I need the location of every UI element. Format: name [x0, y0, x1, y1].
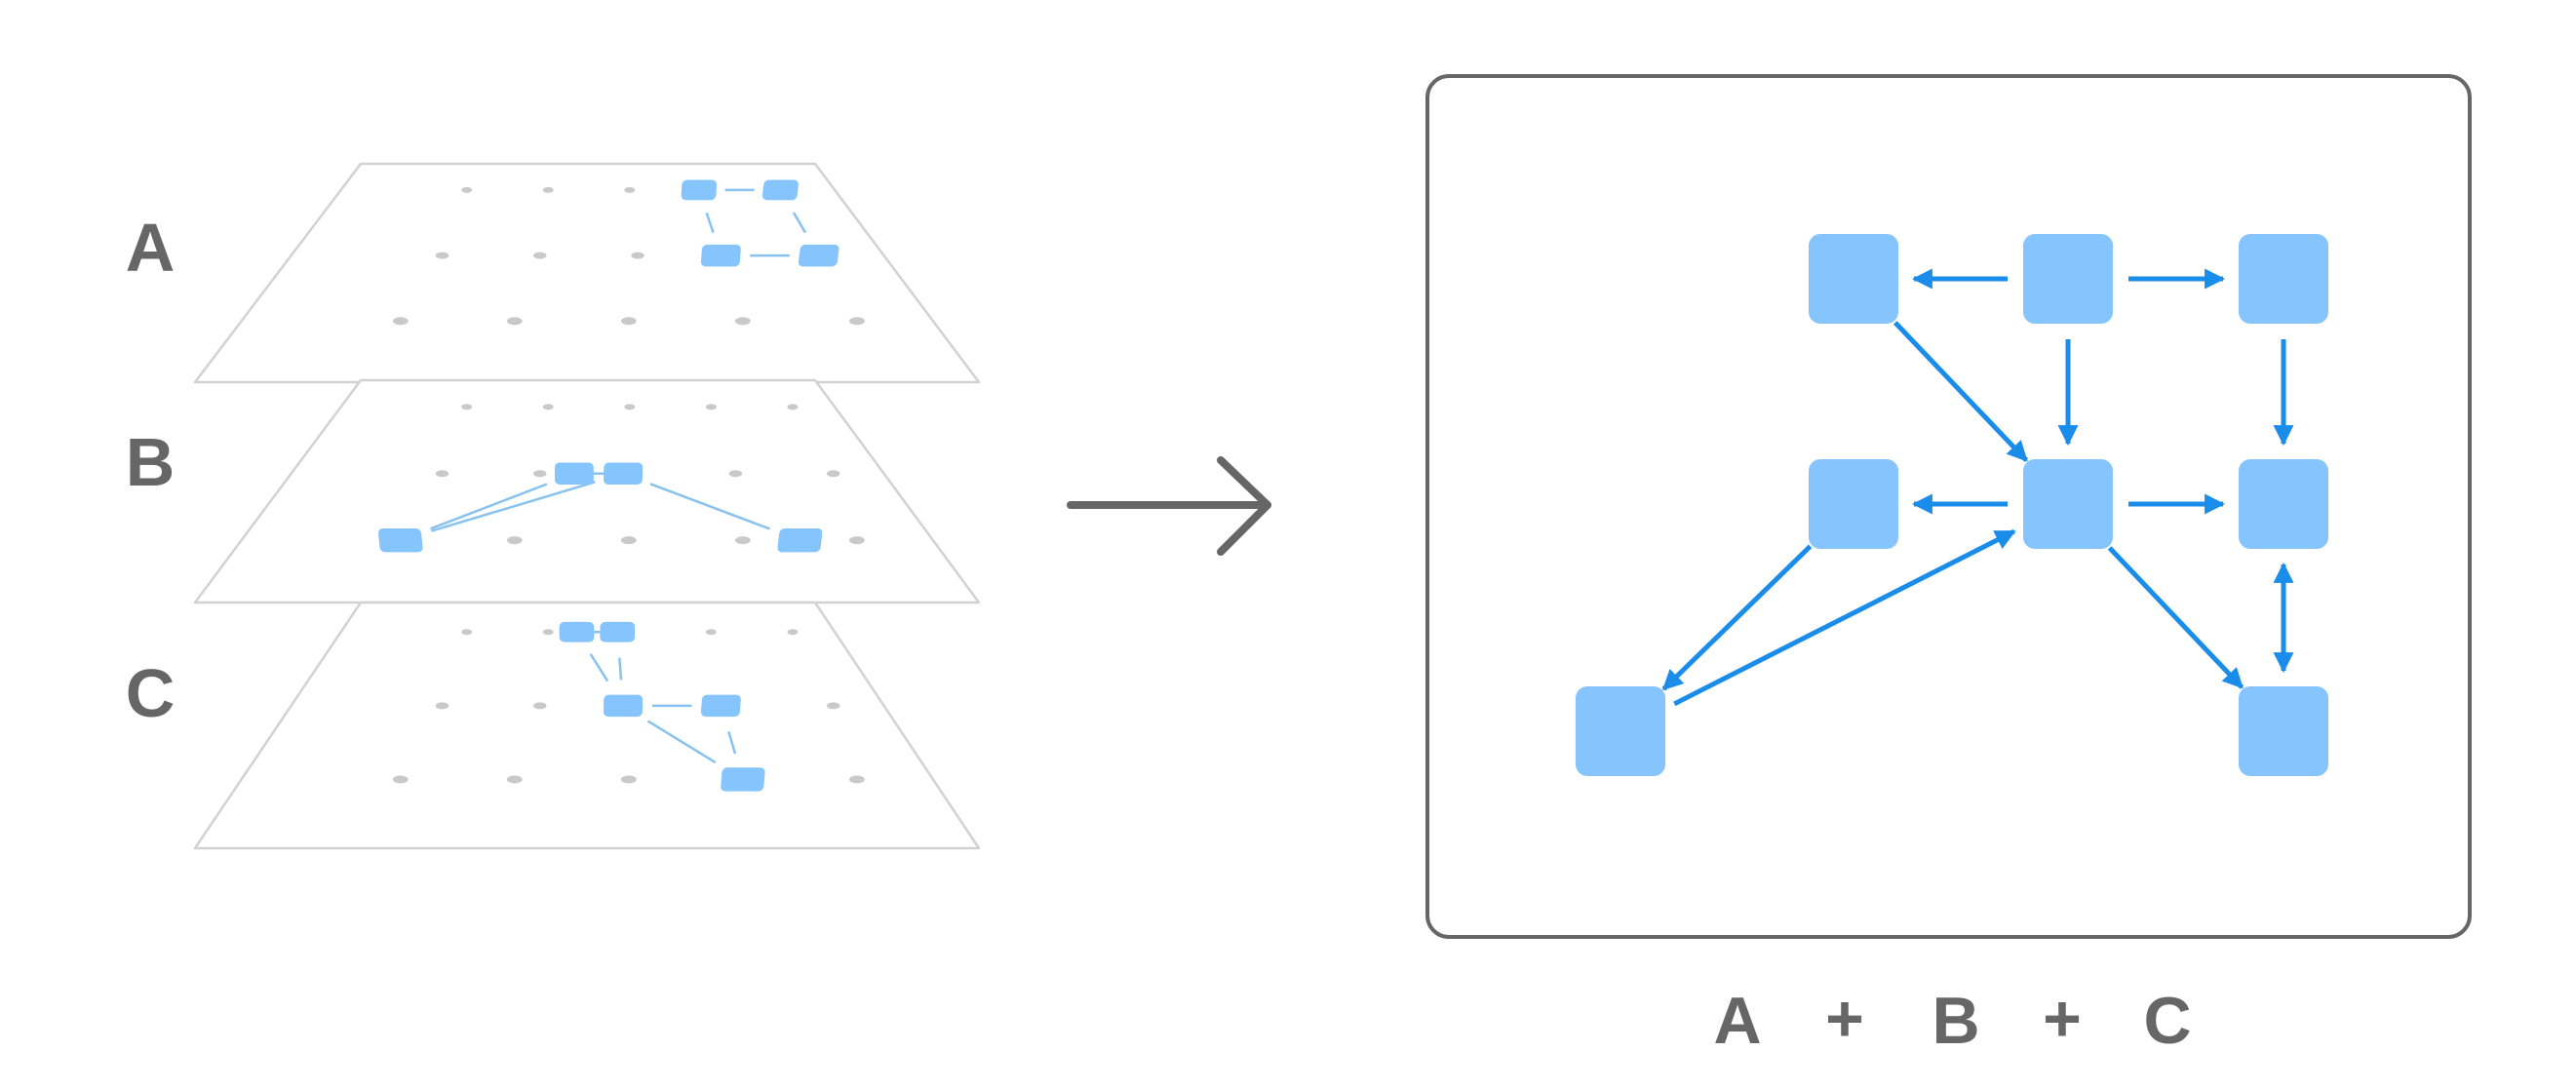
- layer-node: [721, 767, 765, 792]
- inactive-node-dot: [827, 702, 840, 710]
- inactive-node-dot: [620, 317, 637, 326]
- layer-edge: [649, 483, 770, 530]
- layer-edge: [589, 653, 609, 682]
- inactive-node-dot: [533, 252, 547, 259]
- inactive-node-dot: [620, 775, 637, 784]
- layer-plane: [193, 162, 981, 384]
- formula-term-b: B: [1932, 984, 1979, 1058]
- inactive-node-dot: [461, 404, 473, 410]
- combined-network: [1576, 234, 2328, 776]
- inactive-node-dot: [624, 404, 636, 410]
- inactive-node-dot: [435, 470, 449, 478]
- inactive-node-dot: [787, 629, 799, 636]
- inactive-node-dot: [542, 186, 554, 193]
- inactive-node-dot: [849, 536, 865, 545]
- network-node-n2: [2023, 234, 2113, 324]
- layer-edge: [431, 481, 596, 532]
- layer-a: [193, 162, 981, 384]
- layer-b: [193, 378, 981, 604]
- layer-label-c: C: [126, 655, 176, 731]
- layer-plane: [193, 378, 981, 604]
- inactive-node-dot: [787, 404, 799, 410]
- inactive-node-dot: [435, 702, 449, 710]
- inactive-node-dot: [435, 252, 449, 259]
- layer-node: [603, 462, 644, 486]
- network-node-n4: [1809, 459, 1898, 549]
- layer-node: [377, 528, 423, 553]
- network-node-n1: [1809, 234, 1898, 324]
- inactive-node-dot: [506, 775, 523, 784]
- inactive-node-dot: [620, 536, 637, 545]
- layer-label-a: A: [126, 210, 176, 286]
- layer-edge: [705, 213, 715, 233]
- formula-plus-2: +: [2043, 982, 2082, 1056]
- layer-edge: [792, 212, 807, 234]
- directed-edge: [1661, 544, 1813, 691]
- inactive-node-dot: [533, 702, 547, 710]
- inactive-node-dot: [849, 317, 865, 326]
- layer-node: [700, 244, 741, 267]
- inactive-node-dot: [734, 317, 751, 326]
- inactive-node-dot: [849, 775, 865, 784]
- layer-node: [777, 528, 823, 553]
- layer-edge: [727, 730, 737, 755]
- transform-arrow: [1067, 456, 1271, 556]
- layer-node: [798, 244, 839, 267]
- inactive-node-dot: [827, 470, 840, 478]
- inactive-node-dot: [705, 629, 717, 636]
- layer-plane: [193, 601, 981, 850]
- inactive-node-dot: [734, 536, 751, 545]
- network-node-n5: [2023, 459, 2113, 549]
- layer-edge: [618, 657, 623, 681]
- inactive-node-dot: [461, 186, 473, 193]
- layer-edge: [646, 720, 717, 764]
- network-node-n8: [2239, 686, 2328, 776]
- layer-node: [603, 694, 644, 718]
- layer-node: [762, 179, 799, 201]
- layer-node: [559, 621, 595, 642]
- inactive-node-dot: [728, 470, 743, 478]
- inactive-node-dot: [542, 404, 554, 410]
- inactive-node-dot: [506, 536, 523, 545]
- formula-term-a: A: [1713, 984, 1761, 1058]
- inactive-node-dot: [631, 252, 644, 259]
- combined-network-frame: [1425, 74, 2472, 939]
- layer-node: [681, 179, 718, 201]
- directed-edge: [1673, 528, 2016, 707]
- directed-edge: [2107, 546, 2244, 689]
- layer-stack: A B C: [126, 162, 981, 850]
- network-node-n3: [2239, 234, 2328, 324]
- network-node-n6: [2239, 459, 2328, 549]
- layer-node: [700, 694, 741, 718]
- inactive-node-dot: [392, 317, 409, 326]
- inactive-node-dot: [705, 404, 717, 410]
- layer-node: [554, 462, 594, 486]
- layer-label-b: B: [126, 424, 176, 500]
- inactive-node-dot: [533, 470, 547, 478]
- inactive-node-dot: [542, 629, 554, 636]
- formula-plus-1: +: [1825, 982, 1864, 1056]
- layer-node: [600, 621, 636, 642]
- layer-edge: [430, 483, 548, 530]
- formula-term-c: C: [2143, 984, 2191, 1058]
- layer-c: [193, 601, 981, 850]
- network-node-n7: [1576, 686, 1665, 776]
- combination-formula: A + B + C: [1713, 982, 2191, 1058]
- directed-edge: [1893, 321, 2029, 462]
- inactive-node-dot: [461, 629, 473, 636]
- inactive-node-dot: [624, 186, 636, 193]
- inactive-node-dot: [392, 775, 409, 784]
- inactive-node-dot: [506, 317, 523, 326]
